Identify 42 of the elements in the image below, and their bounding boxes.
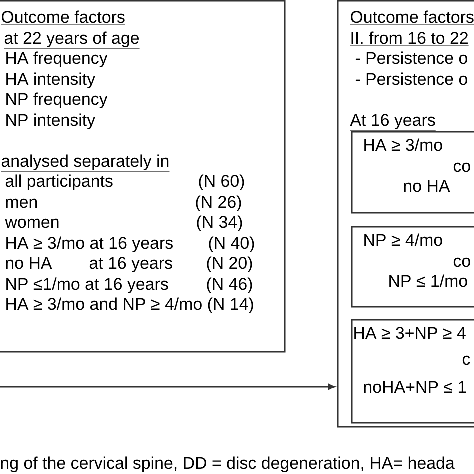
list-item: (N 34) <box>197 216 242 232</box>
arrow <box>0 384 336 390</box>
caption: ng of the cervical spine, DD = disc degeneration, HA= heada <box>1 456 455 473</box>
list-item: (N 40) <box>209 236 254 252</box>
list-item: co <box>454 162 470 172</box>
heading: at 22 years of age <box>4 32 140 50</box>
list-item: HA ≥ 3/mo at 16 years <box>6 236 173 252</box>
list-item: HA intensity <box>6 72 96 88</box>
list-item: NP ≤1/mo at 16 years <box>6 278 168 294</box>
heading: Outcome factors <box>1 10 126 25</box>
list-item: co <box>454 258 470 268</box>
list-item: noHA+NP ≤ 1 <box>364 381 466 394</box>
list-item: HA ≥ 3+NP ≥ 4 <box>354 327 466 340</box>
list-item: HA ≥ 3/mo <box>364 138 442 152</box>
list-item: - Persistence o <box>356 72 468 86</box>
list-item: NP intensity <box>6 114 96 130</box>
list-item: NP ≤ 1/mo <box>390 274 468 288</box>
list-item: no HA <box>404 180 450 192</box>
list-item: - Persistence o <box>356 52 468 64</box>
group-box <box>351 131 474 214</box>
heading: analysed separately in <box>1 154 170 172</box>
group-box <box>351 319 474 424</box>
list-item: at 16 years <box>90 257 172 272</box>
list-item: men <box>6 198 38 208</box>
list-item: (N 46) <box>207 278 252 294</box>
list-item: all participants <box>6 174 113 190</box>
list-item: no HA <box>6 257 52 270</box>
heading: Outcome factors <box>350 10 474 25</box>
heading: At 16 years <box>350 114 436 132</box>
list-item: NP ≥ 4/mo <box>364 234 442 246</box>
outcome-box <box>337 0 474 428</box>
list-item: (N 60) <box>199 174 244 190</box>
list-item: women <box>5 218 59 228</box>
outcome-box <box>0 0 286 353</box>
group-box <box>351 226 474 308</box>
list-item: (N 20) <box>207 256 252 272</box>
list-item: HA ≥ 3/mo and NP ≥ 4/mo (N 14) <box>6 298 254 314</box>
list-item: c <box>462 356 470 366</box>
list-item: HA frequency <box>6 52 108 68</box>
list-item: NP frequency <box>6 92 108 108</box>
heading: II. from 16 to 22 <box>350 32 470 46</box>
list-item: (N 26) <box>196 196 242 212</box>
